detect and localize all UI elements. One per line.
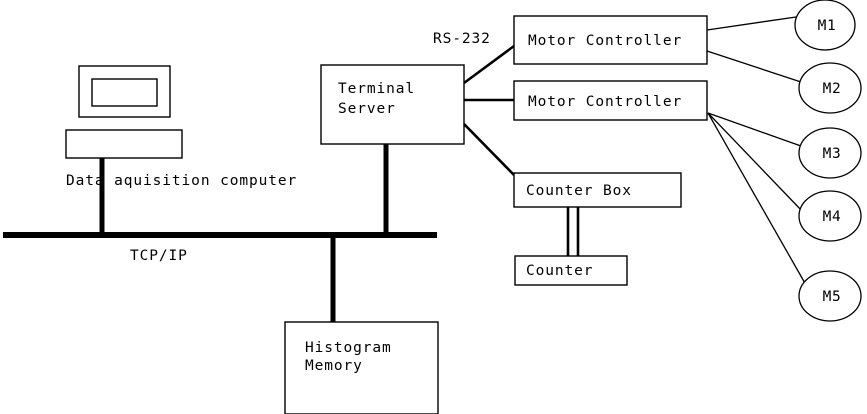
motor-m2-ellipse[interactable]: [798, 62, 862, 114]
counter-bus-group: [566, 207, 580, 262]
motor-m3-ellipse[interactable]: [798, 127, 862, 179]
motor-m1-label: M1: [818, 18, 837, 34]
monitor-screen: [91, 78, 158, 107]
data-acquisition-computer-group[interactable]: Data aquisition computer: [65, 65, 297, 189]
motor-links-group: [706, 16, 807, 286]
motor-m2-label: M2: [823, 81, 842, 97]
link-motor-controller-2-to-m5: [707, 112, 807, 286]
terminal-server-label-line2: Server: [338, 101, 396, 117]
link-terminal-server-to-counter-box: [463, 123, 515, 176]
motor-m1-ellipse[interactable]: [794, 0, 856, 51]
motor-node-m1[interactable]: M1: [794, 0, 856, 51]
counter-rect[interactable]: [514, 255, 628, 286]
motor-node-m3[interactable]: M3: [798, 127, 862, 179]
motors-group[interactable]: M1 M2 M3 M4 M5: [794, 0, 862, 322]
motor-controller-1-label: Motor Controller: [528, 33, 682, 49]
counter-group[interactable]: Counter: [514, 255, 628, 286]
motor-node-m5[interactable]: M5: [798, 270, 862, 322]
terminal-server-group[interactable]: Terminal Server: [320, 64, 465, 145]
histogram-memory-label-line1: Histogram: [305, 340, 392, 356]
histogram-memory-label-line2: Memory: [305, 358, 363, 374]
motor-m4-ellipse[interactable]: [798, 190, 862, 242]
terminal-server-label-line1: Terminal: [338, 81, 415, 97]
motor-m5-ellipse[interactable]: [798, 270, 862, 322]
motor-controller-2-box[interactable]: [513, 80, 708, 121]
motor-controller-1-group[interactable]: Motor Controller: [513, 15, 708, 65]
motor-controller-1-box[interactable]: [513, 15, 708, 65]
histogram-memory-group[interactable]: Histogram Memory: [284, 321, 439, 414]
rs232-label: RS-232: [433, 31, 491, 47]
motor-m3-label: M3: [823, 146, 842, 162]
motor-controller-2-group[interactable]: Motor Controller: [513, 80, 708, 121]
counter-label: Counter: [526, 263, 593, 279]
tcpip-label: TCP/IP: [130, 248, 188, 264]
link-terminal-server-to-motor-controller-1: [463, 44, 515, 85]
computer-base-unit[interactable]: [65, 129, 183, 159]
histogram-memory-box[interactable]: [284, 321, 439, 414]
terminal-server-links-group: RS-232: [433, 31, 515, 176]
link-motor-controller-2-to-m4: [707, 112, 804, 213]
motor-m4-label: M4: [823, 209, 842, 225]
motor-node-m4[interactable]: M4: [798, 190, 862, 242]
tcpip-bus-group: TCP/IP: [3, 144, 437, 322]
link-motor-controller-1-to-m2: [706, 50, 802, 83]
counter-box-rect[interactable]: [513, 172, 682, 208]
motor-node-m2[interactable]: M2: [798, 62, 862, 114]
motor-m5-label: M5: [823, 289, 842, 305]
computer-caption-label: Data aquisition computer: [66, 173, 297, 189]
motor-controller-2-label: Motor Controller: [528, 94, 682, 110]
link-motor-controller-2-to-m3: [707, 112, 802, 147]
counter-box-label: Counter Box: [526, 183, 632, 199]
terminal-server-box[interactable]: [320, 64, 465, 145]
link-motor-controller-1-to-m1: [706, 16, 797, 31]
counter-box-group[interactable]: Counter Box: [513, 172, 682, 208]
